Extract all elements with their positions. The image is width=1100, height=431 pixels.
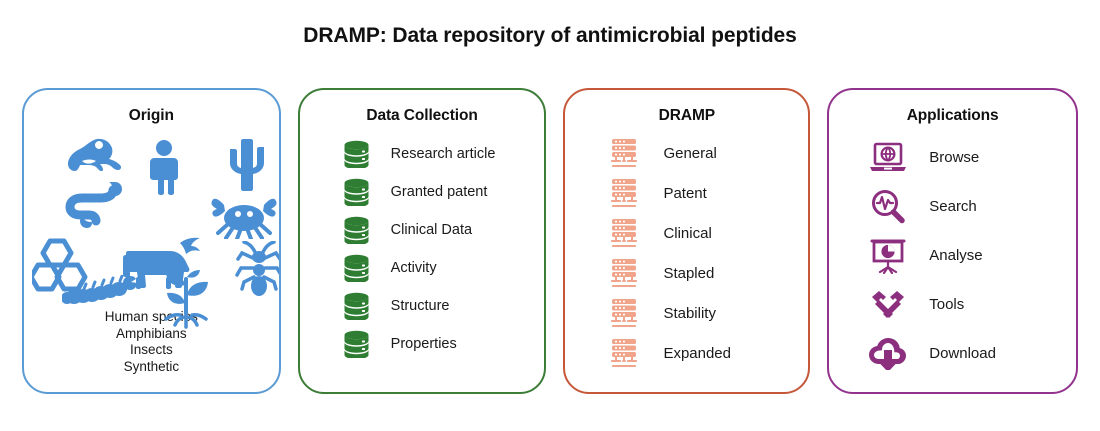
ant-icon xyxy=(235,241,279,296)
laptop-globe-icon xyxy=(865,142,911,174)
magnifier-pulse-icon xyxy=(865,189,911,225)
server-rack-icon xyxy=(603,178,645,208)
list-item-label: Patent xyxy=(663,184,707,202)
cactus-icon xyxy=(230,139,264,191)
database-icon xyxy=(336,292,378,320)
list-item-download[interactable]: Download xyxy=(865,329,1076,378)
panel-dramp-title: DRAMP xyxy=(658,107,716,124)
list-item-label: Structure xyxy=(390,298,450,314)
panel-data-collection: Data Collection xyxy=(297,88,547,394)
frog-icon xyxy=(68,138,122,171)
list-item-label: Granted patent xyxy=(390,184,488,200)
origin-source-line: Human species xyxy=(104,309,198,324)
list-item[interactable]: Structure xyxy=(336,287,545,325)
list-item-label: Expanded xyxy=(663,344,731,362)
list-item-label: Stability xyxy=(663,304,716,322)
list-item-label: Download xyxy=(929,345,996,362)
origin-source-line: Synthetic xyxy=(123,358,180,374)
cow-icon xyxy=(123,237,200,289)
list-item-label: Clinical xyxy=(663,224,712,242)
origin-source-line: Insects xyxy=(129,342,173,357)
hammers-icon xyxy=(865,287,911,323)
list-item[interactable]: Patent xyxy=(603,173,808,213)
origin-source-line: Amphibians xyxy=(116,325,187,341)
list-item[interactable]: Clinical xyxy=(603,213,808,253)
origin-source-list: Human species Amphibians Insects Synthet… xyxy=(24,309,279,394)
list-item[interactable]: Stapled xyxy=(603,253,808,293)
list-item-label: Tools xyxy=(929,296,965,313)
cloud-download-icon xyxy=(865,337,911,370)
list-item-label: Stapled xyxy=(663,264,715,282)
list-item-tools[interactable]: Tools xyxy=(865,280,1076,329)
list-item[interactable]: Properties xyxy=(336,325,545,363)
list-item[interactable]: Stability xyxy=(603,293,808,333)
list-item-label: Analyse xyxy=(929,247,983,264)
list-item-label: Properties xyxy=(390,336,457,352)
panel-applications: Applications Browse xyxy=(827,88,1078,394)
database-icon xyxy=(336,216,378,244)
panel-row: Origin xyxy=(22,88,1078,394)
list-item-label: General xyxy=(663,144,717,162)
list-item[interactable]: Expanded xyxy=(603,333,808,373)
list-item-label: Browse xyxy=(929,149,980,166)
presentation-piechart-icon xyxy=(865,238,911,274)
server-rack-icon xyxy=(603,258,645,288)
server-rack-icon xyxy=(603,338,645,368)
list-item[interactable]: Granted patent xyxy=(336,173,545,211)
caterpillar-icon xyxy=(62,275,137,304)
plant-icon xyxy=(164,270,208,329)
dramp-list: General xyxy=(565,133,808,373)
panel-applications-title: Applications xyxy=(906,107,999,124)
server-rack-icon xyxy=(603,138,645,168)
origin-icon-cluster xyxy=(24,127,279,329)
panel-dramp: DRAMP xyxy=(563,88,811,394)
snake-icon xyxy=(65,182,122,228)
server-rack-icon xyxy=(603,218,645,248)
database-icon xyxy=(336,330,378,358)
panel-origin-title: Origin xyxy=(128,107,174,124)
origin-source-ellipsis: ... xyxy=(144,385,159,394)
applications-list: Browse Search xyxy=(829,133,1076,378)
data-collection-list: Research article xyxy=(300,135,545,363)
panel-origin: Origin xyxy=(22,88,281,394)
molecule-icon xyxy=(32,238,88,292)
page-title: DRAMP: Data repository of antimicrobial … xyxy=(303,24,797,47)
human-icon xyxy=(150,140,178,195)
database-icon xyxy=(336,178,378,206)
crab-icon xyxy=(211,198,277,239)
list-item-label: Clinical Data xyxy=(390,222,473,238)
database-icon xyxy=(336,140,378,168)
list-item-label: Research article xyxy=(390,146,496,162)
list-item-label: Activity xyxy=(390,260,437,276)
list-item[interactable]: Activity xyxy=(336,249,545,287)
list-item-label: Search xyxy=(929,198,977,215)
list-item-browse[interactable]: Browse xyxy=(865,133,1076,182)
database-icon xyxy=(336,254,378,282)
panel-data-collection-title: Data Collection xyxy=(366,107,478,124)
server-rack-icon xyxy=(603,298,645,328)
list-item-search[interactable]: Search xyxy=(865,182,1076,231)
list-item[interactable]: Research article xyxy=(336,135,545,173)
list-item-analyse[interactable]: Analyse xyxy=(865,231,1076,280)
list-item[interactable]: General xyxy=(603,133,808,173)
list-item[interactable]: Clinical Data xyxy=(336,211,545,249)
